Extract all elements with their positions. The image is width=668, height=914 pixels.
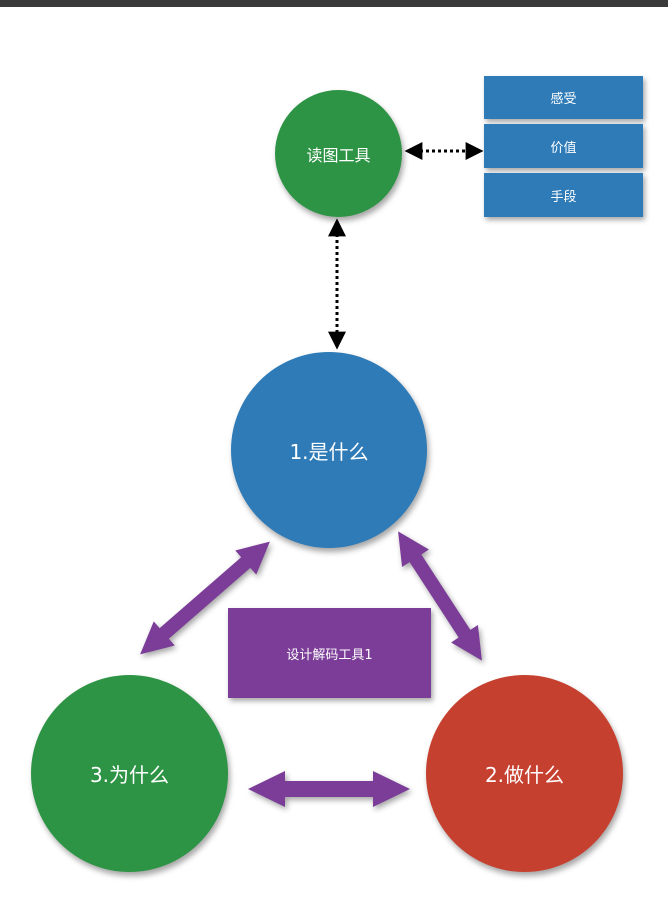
list-item-value-label: 价值 [550,140,577,156]
purple-arrow-what-why [140,541,270,655]
list-item-value: 价值 [484,124,643,168]
list-item-feeling: 感受 [484,76,643,119]
node-how: 2.做什么 [426,675,623,872]
node-why: 3.为什么 [31,675,228,872]
purple-arrow-why-how [248,771,410,807]
node-what-label: 1.是什么 [289,439,369,464]
list-item-means: 手段 [484,173,643,217]
center-box-decode-tool: 设计解码工具1 [228,608,431,698]
list-item-means-label: 手段 [550,189,577,205]
node-read-tool-label: 读图工具 [306,145,371,165]
purple-arrow-what-how [398,531,482,661]
top-bar [0,0,668,7]
node-what: 1.是什么 [231,352,427,548]
node-how-label: 2.做什么 [484,763,565,787]
list-item-feeling-label: 感受 [550,92,577,107]
center-box-label: 设计解码工具1 [286,647,373,663]
node-why-label: 3.为什么 [89,763,170,787]
node-read-tool: 读图工具 [275,90,402,217]
